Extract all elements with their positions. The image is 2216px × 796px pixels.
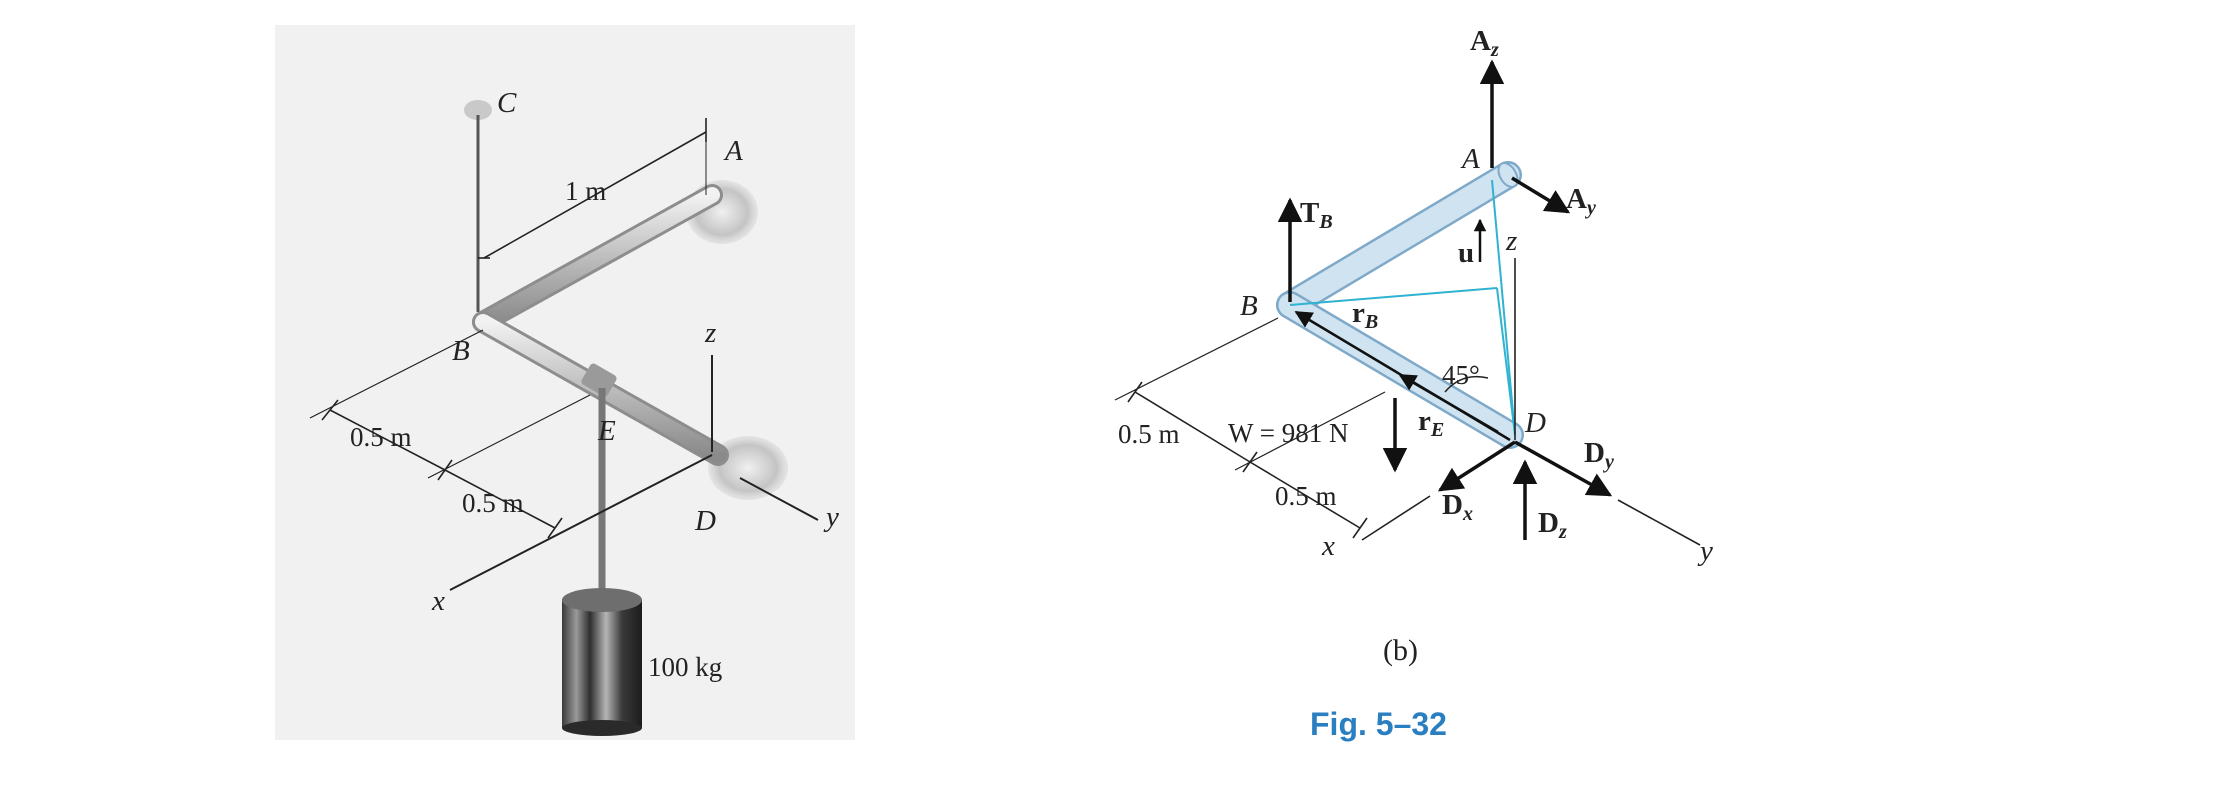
subfigure-caption: (b) <box>1383 634 1418 667</box>
mass-label: 100 kg <box>648 652 722 682</box>
weight-cylinder <box>562 600 642 728</box>
force-dy <box>1514 440 1613 497</box>
label-dz: Dz <box>1538 507 1567 543</box>
figure-caption: Fig. 5–32 <box>1310 706 1447 742</box>
axis-x-fbd <box>1361 495 1431 541</box>
left-figure: C A B E D z x y 1 m 0.5 m 0.5 m 100 kg <box>275 25 855 740</box>
dim-label-1m: 1 m <box>565 176 606 206</box>
support-c <box>464 100 492 120</box>
dim-ext-e <box>427 394 591 479</box>
label-d: D <box>694 505 716 537</box>
rod-bd-fill <box>1278 293 1522 447</box>
label-weight: W = 981 N <box>1228 418 1348 448</box>
label-tb: TB <box>1300 197 1333 233</box>
label-b-fbd: B <box>1240 290 1258 322</box>
dim-tick-fbd-1 <box>1127 381 1143 403</box>
force-ay <box>1511 176 1571 214</box>
label-x-fbd: x <box>1321 530 1335 562</box>
dim-ext-e-fbd <box>1234 391 1386 471</box>
label-ay: Ay <box>1566 183 1596 219</box>
label-z: z <box>704 317 716 349</box>
dim-label-be: 0.5 m <box>350 422 412 452</box>
label-dy: Dy <box>1584 437 1614 473</box>
right-figure: Az A Ay TB u z B rB 45° rE D Dy Dx Dz x … <box>1114 25 1713 667</box>
label-z-fbd: z <box>1505 225 1517 257</box>
dim-label-be-fbd: 0.5 m <box>1118 419 1180 449</box>
dim-be-fbd <box>1134 391 1251 463</box>
label-e: E <box>597 415 616 447</box>
collar-e <box>581 363 617 397</box>
pipe-ab-highlight <box>475 187 720 330</box>
label-a: A <box>723 135 743 167</box>
construct-perp-d <box>1496 287 1516 436</box>
label-b: B <box>452 335 470 367</box>
dim-0-5-be <box>329 409 446 471</box>
rod-ab-fill <box>1278 163 1520 317</box>
dim-tick-1 <box>321 399 339 421</box>
label-d-fbd: D <box>1524 407 1546 439</box>
weight-bottom <box>562 720 642 736</box>
dim-ext-b-fbd <box>1114 317 1279 401</box>
angle-arc <box>1444 375 1489 393</box>
label-rb: rB <box>1352 297 1378 333</box>
construct-a-d <box>1491 179 1516 436</box>
label-y: y <box>823 501 839 533</box>
label-az: Az <box>1470 25 1499 61</box>
label-u: u <box>1458 237 1474 269</box>
axis-x <box>449 454 713 591</box>
construct-b-perp <box>1289 287 1498 306</box>
dim-label-ed-fbd: 0.5 m <box>1275 481 1337 511</box>
dim-ext-b <box>309 329 484 419</box>
vector-re <box>1398 373 1499 434</box>
label-c: C <box>497 87 517 119</box>
dim-1m-line <box>483 131 707 259</box>
label-dx: Dx <box>1442 489 1473 525</box>
weight-top <box>562 588 642 612</box>
rod-a-end <box>1497 162 1519 188</box>
label-a-fbd: A <box>1460 143 1480 175</box>
dim-0-5-ed <box>444 469 556 529</box>
axis-y <box>739 477 819 521</box>
dim-tick-fbd-2 <box>1242 451 1258 473</box>
dim-tick-2 <box>437 459 453 481</box>
label-x: x <box>431 585 445 617</box>
dim-label-ed: 0.5 m <box>462 488 524 518</box>
dim-ed-fbd <box>1249 461 1361 529</box>
label-y-fbd: y <box>1697 535 1713 567</box>
dim-tick-fbd-3 <box>1352 517 1368 539</box>
label-re: rE <box>1418 405 1444 441</box>
force-dx <box>1437 440 1516 492</box>
dim-tick-3 <box>547 517 563 539</box>
axis-y-fbd <box>1617 499 1701 546</box>
label-angle: 45° <box>1442 360 1480 390</box>
